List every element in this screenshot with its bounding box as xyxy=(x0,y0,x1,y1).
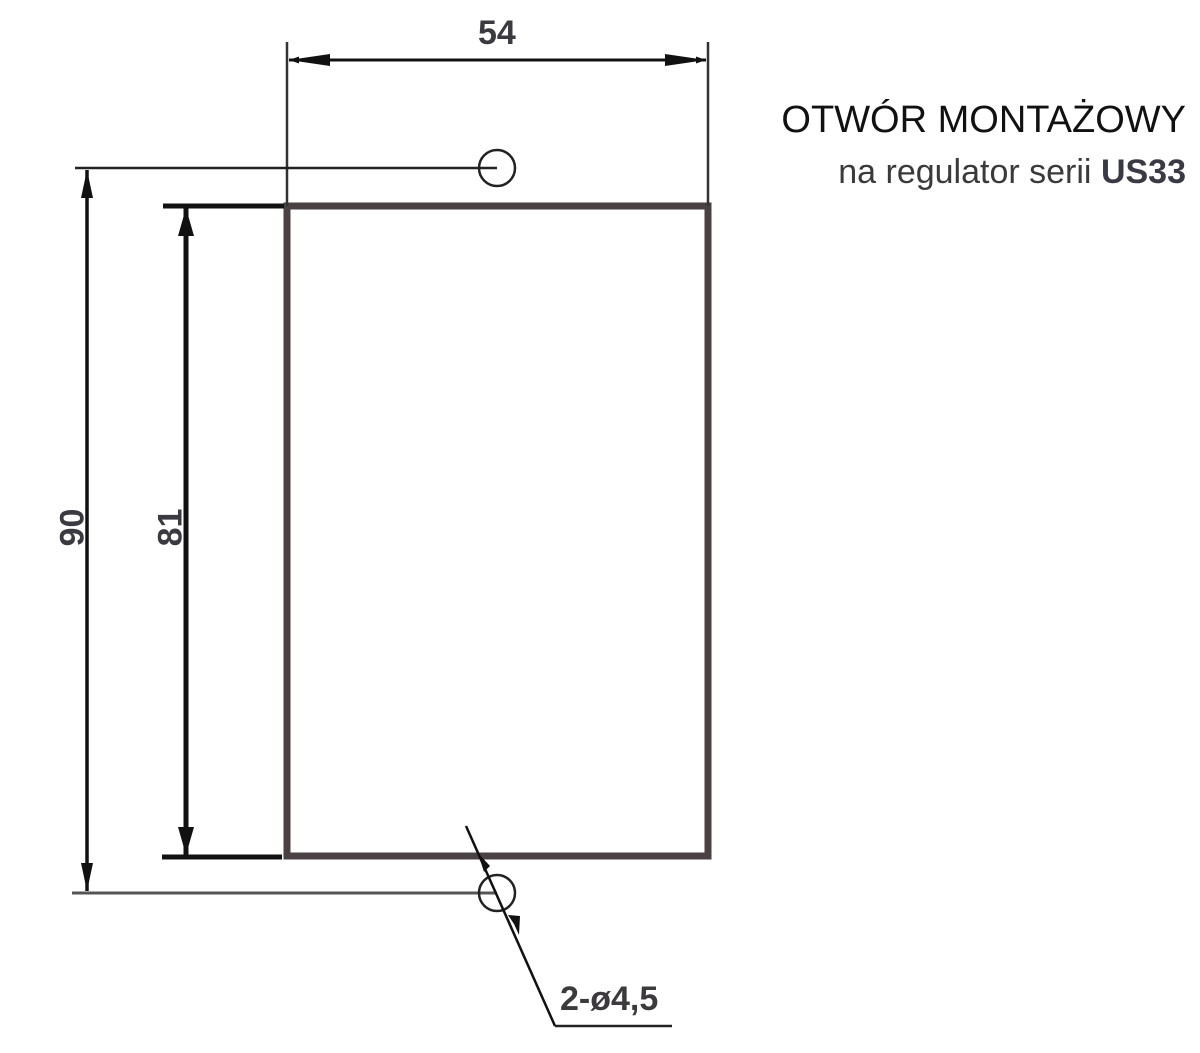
cutout-height-dimension-label: 81 xyxy=(151,508,190,547)
title-subheading-prefix: na regulator serii xyxy=(838,153,1092,191)
arrowhead-right-icon xyxy=(665,54,706,66)
arrowhead-icon xyxy=(508,915,520,935)
title-block: OTWÓR MONTAŻOWY na regulator serii US33 xyxy=(781,94,1186,196)
arrowhead-down-icon xyxy=(81,863,93,891)
model-name: US33 xyxy=(1100,153,1186,191)
title-heading: OTWÓR MONTAŻOWY xyxy=(781,99,1186,141)
hole-diameter-label: 2-ø4,5 xyxy=(560,980,659,1018)
mounting-hole-bottom xyxy=(477,873,517,913)
arrowhead-up-icon xyxy=(81,170,93,198)
arrowhead-left-icon xyxy=(289,54,330,66)
width-dimension-label: 54 xyxy=(478,14,516,52)
mounting-hole-top xyxy=(477,148,517,188)
arrowhead-icon xyxy=(478,853,490,872)
arrowhead-down-icon xyxy=(178,827,194,855)
arrowhead-up-icon xyxy=(178,208,194,236)
title-subheading: na regulator serii US33 xyxy=(781,148,1186,196)
total-height-dimension-label: 90 xyxy=(53,508,92,547)
cutout-rectangle xyxy=(283,202,712,860)
